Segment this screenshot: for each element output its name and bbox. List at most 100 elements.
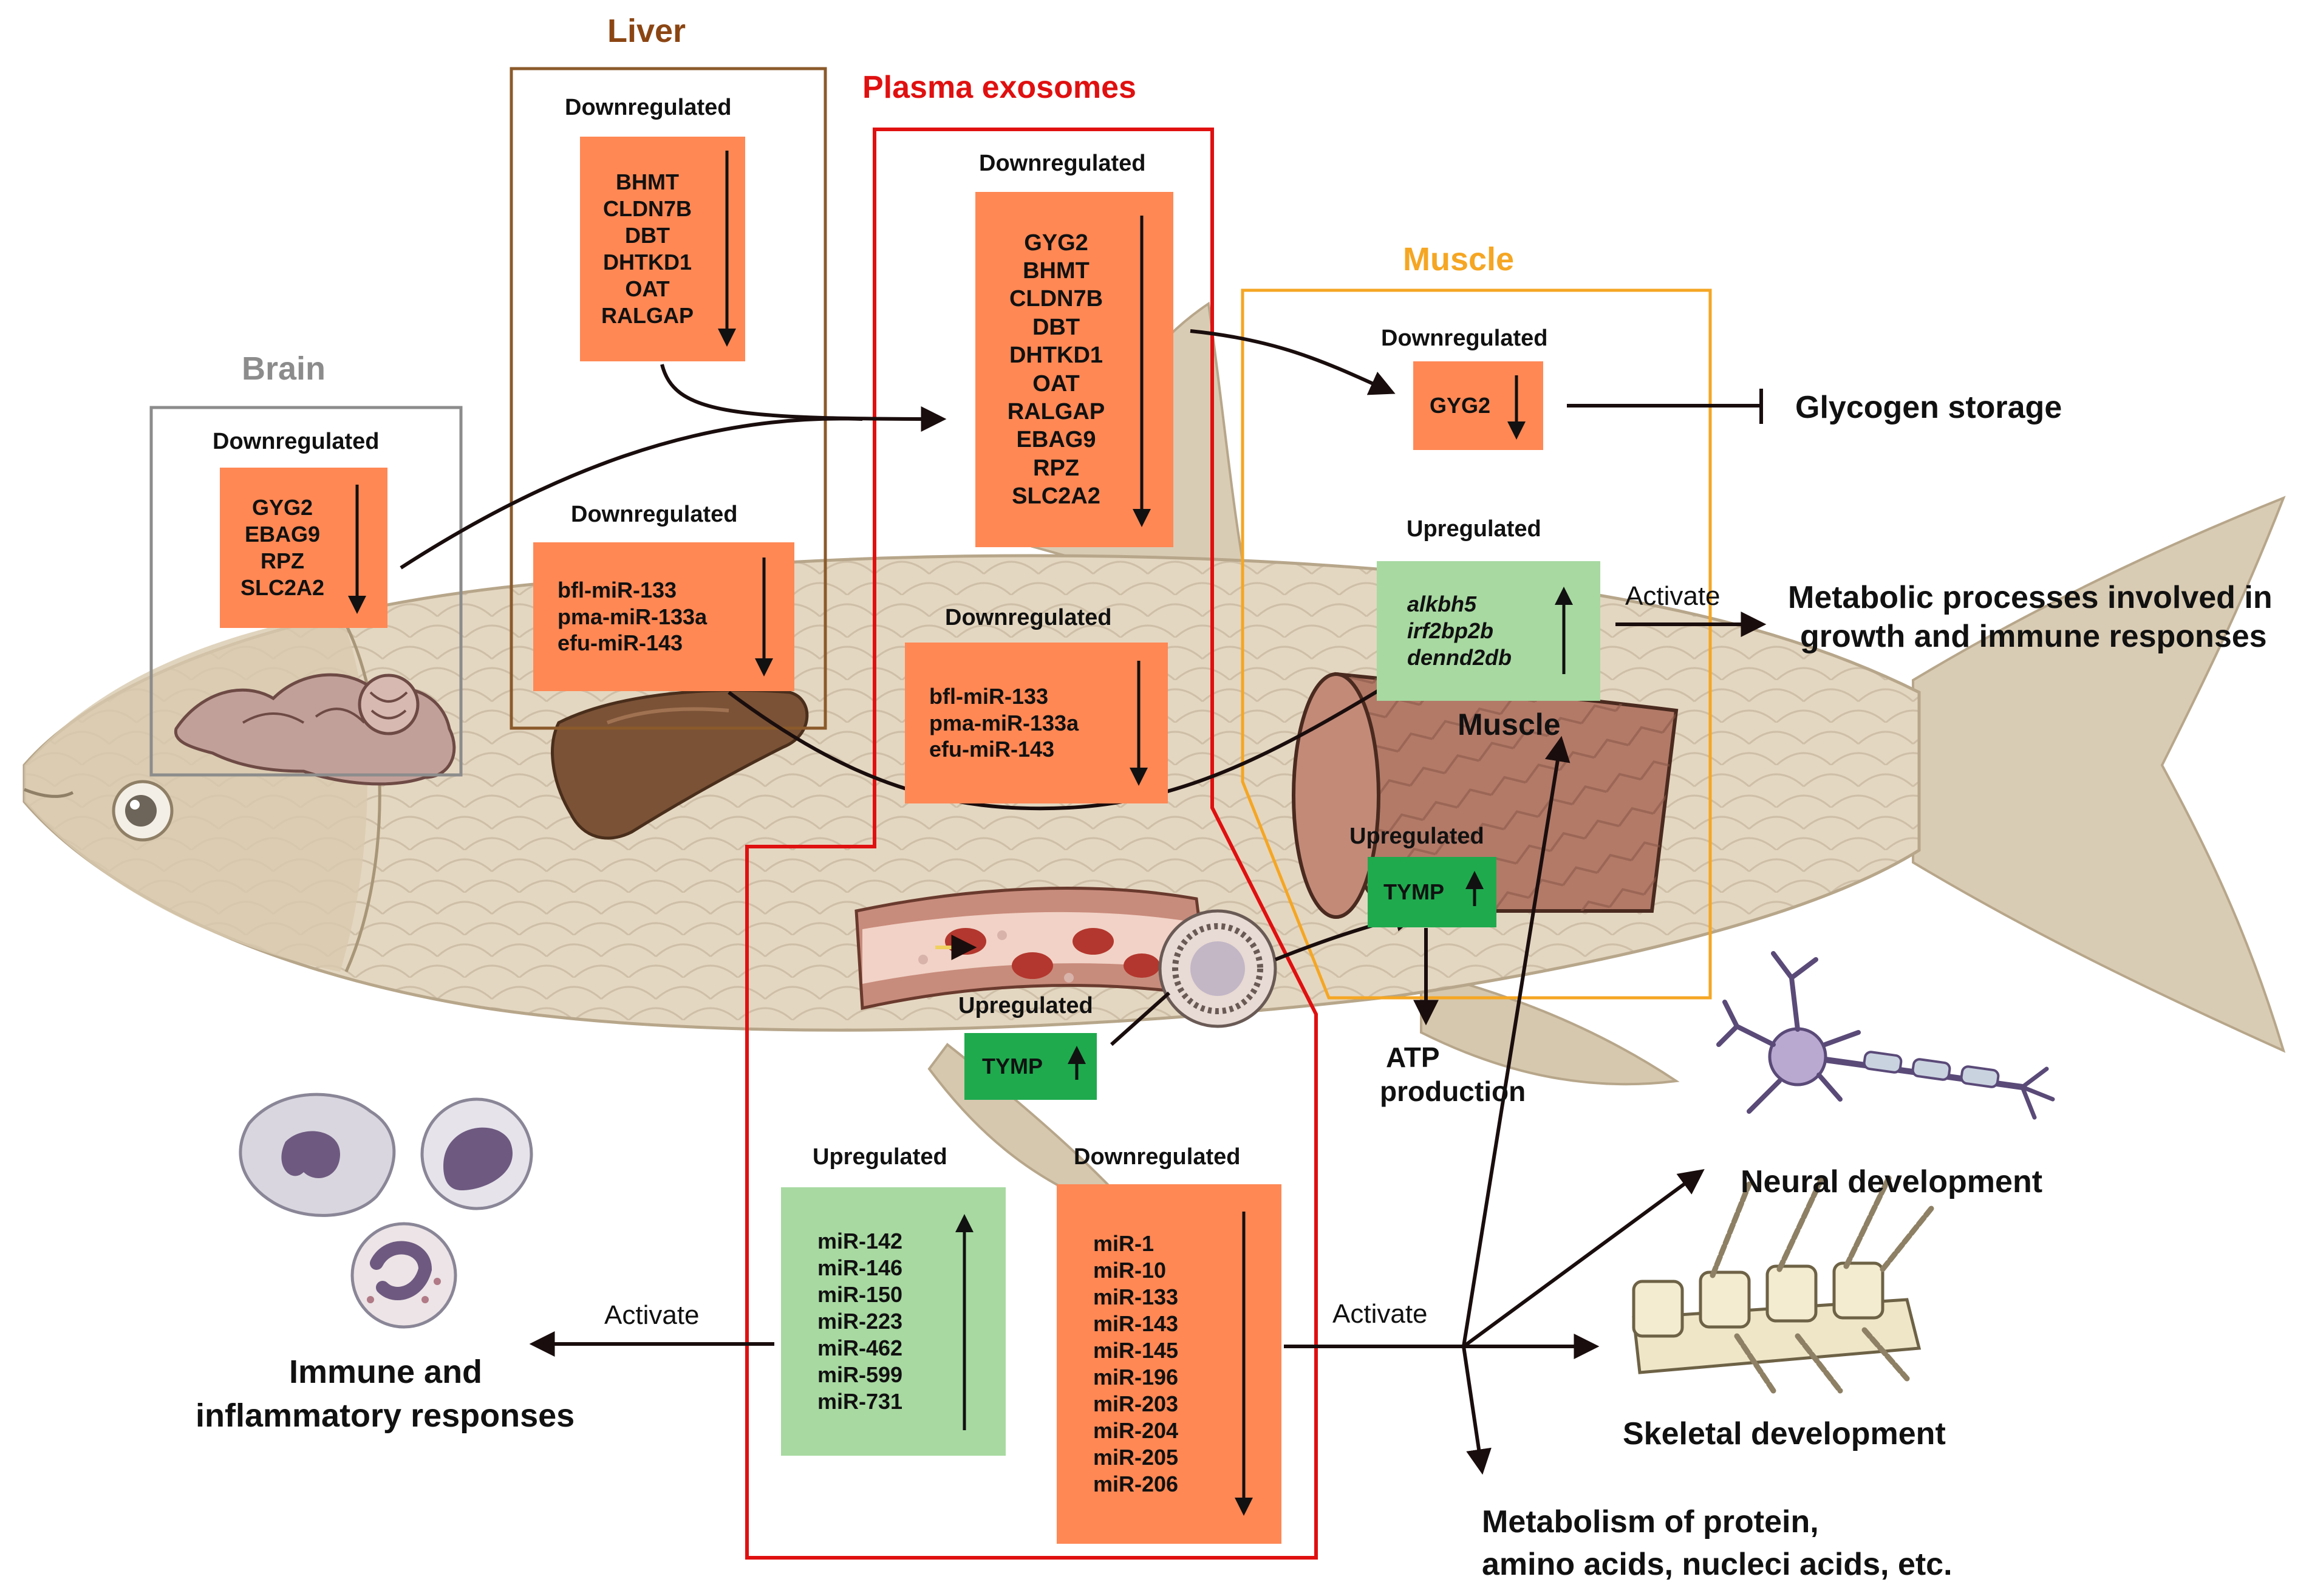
gene-label: GYG2 [251,495,313,520]
gene-label: CLDN7B [602,196,692,222]
gene-label: OAT [1032,370,1080,397]
mirna-label: bfl-miR-133 [929,683,1049,709]
plasma-top-downregulated-label: Downregulated [979,151,1146,176]
atp-production-label-line2: production [1380,1076,1526,1107]
gene-label: DHTKD1 [602,250,692,275]
exosome-to-plasma-tymp-line [1110,991,1171,1046]
activate-metabolic-label: Activate [1625,581,1721,611]
muscle-tymp-upregulated-label: Upregulated [1349,824,1484,849]
gene-label: RALGAP [601,302,694,328]
mirna-label: miR-142 [817,1229,903,1254]
muscle-downregulated-label: Downregulated [1381,326,1548,351]
metabolic-processes-label-line2: growth and immune responses [1800,619,2267,654]
brain-gene-box: GYG2 EBAG9 RPZ SLC2A2 [220,468,387,628]
plasma-tymp-upregulated-label: Upregulated [958,993,1093,1018]
gene-label: RPZ [261,548,304,573]
gene-label: RALGAP [1007,398,1105,425]
blood-vessel [854,887,1210,1011]
brain-organ [174,673,456,786]
gene-label: BHMT [616,169,679,195]
plasma-panel-border [745,128,1318,1560]
gene-label: CLDN7B [1009,286,1103,312]
branch-to-metabolism-arrow [1462,1346,1492,1475]
liver-to-plasma-arrow [660,364,947,432]
neuron-icon [1716,951,2055,1120]
gene-label: DBT [1032,314,1080,340]
gene-label: alkbh5 [1407,592,1477,617]
liver-title: Liver [607,13,686,49]
muscle-title: Muscle [1403,241,1515,278]
liver-mirna-to-muscle-inhibit [728,681,1392,811]
mirna-label: efu-miR-143 [558,630,683,656]
connectors [400,329,1767,1475]
plasma-top-gene-box: GYG2 BHMT CLDN7B DBT DHTKD1 OAT RALGAP E… [975,192,1173,547]
gene-label: DHTKD1 [1009,343,1103,369]
atp-production-label-line1: ATP [1386,1042,1440,1073]
muscle-upregulated-label: Upregulated [1407,516,1541,542]
plasma-down-mirna-box: miR-1 miR-10 miR-133 miR-143 miR-145 miR… [1057,1184,1281,1544]
brain-to-plasma-curve [400,417,863,570]
mirna-label: miR-143 [1093,1311,1179,1337]
glycogen-storage-label: Glycogen storage [1795,390,2062,425]
immune-cells [239,1093,533,1329]
mirna-label: efu-miR-143 [929,737,1055,762]
gene-label: TYMP [981,1054,1043,1079]
plasma-exosomes-title: Plasma exosomes [862,70,1136,105]
liver-panel-border [510,67,827,730]
gene-label: OAT [625,276,670,301]
skeletal-development-label: Skeletal development [1623,1416,1946,1451]
liver-top-gene-box: BHMT CLDN7B DBT DHTKD1 OAT RALGAP [580,137,745,361]
mirna-label: miR-203 [1093,1391,1179,1416]
gene-label: DBT [625,223,670,248]
mirna-label: miR-146 [817,1255,903,1281]
plasma-mid-mirna-box: bfl-miR-133 pma-miR-133a efu-miR-143 [905,643,1168,803]
gene-label: dennd2db [1407,644,1512,670]
plasma-mid-downregulated-label: Downregulated [945,605,1112,630]
liver-top-downregulated-label: Downregulated [565,95,732,120]
mirna-label: miR-599 [817,1362,903,1387]
neural-development-label: Neural development [1741,1164,2043,1199]
immune-responses-label-line1: Immune and [289,1354,483,1390]
activate-immune-label: Activate [604,1300,700,1330]
mirna-label: miR-223 [817,1309,903,1334]
plasma-tymp-box: TYMP [964,1033,1097,1100]
liver-mirna-downregulated-label: Downregulated [571,502,738,527]
skeleton-icon [1632,1175,1934,1394]
gene-label: EBAG9 [1016,427,1096,453]
gene-label: SLC2A2 [240,575,325,600]
plasma-up-mirna-box: miR-142 miR-146 miR-150 miR-223 miR-462 … [781,1187,1006,1456]
mirna-label: miR-196 [1093,1365,1179,1390]
exosome-icon [1158,909,1277,1028]
mirna-label: pma-miR-133a [929,710,1079,735]
mirna-label: miR-204 [1093,1417,1179,1443]
branch-to-muscle-arrow [1462,735,1571,1347]
gene-label: SLC2A2 [1012,483,1100,509]
gene-label: EBAG9 [244,522,321,547]
plasma-mirna-upregulated-label: Upregulated [813,1144,947,1170]
mirna-label: bfl-miR-133 [558,577,677,602]
gene-label: RPZ [1033,455,1079,481]
plasma-to-muscle-arrow [1190,329,1396,395]
mirna-label: miR-206 [1093,1471,1179,1496]
mirna-label: miR-1 [1093,1231,1154,1257]
protein-metabolism-label-line1: Metabolism of protein, [1482,1504,1819,1540]
mirna-label: miR-462 [817,1335,903,1360]
gene-label: GYG2 [1024,230,1088,256]
protein-metabolism-label-line2: amino acids, nucleci acids, etc. [1482,1547,1953,1582]
anal-fin [1420,970,1680,1086]
tail-fin [1912,496,2286,1053]
gene-label: irf2bp2b [1407,618,1494,644]
muscle-tissue-label: Muscle [1458,708,1561,742]
branch-to-neural-arrow [1462,1169,1705,1348]
brain-downregulated-label: Downregulated [213,429,380,454]
mirna-label: miR-205 [1093,1444,1179,1470]
muscle-upregulated-gene-box: alkbh5 irf2bp2b dennd2db [1377,561,1600,701]
gene-label: BHMT [1023,258,1090,284]
mirna-label: miR-150 [817,1282,903,1308]
metabolic-processes-label-line1: Metabolic processes involved in [1788,580,2273,615]
plasma-mirna-downregulated-label: Downregulated [1074,1144,1241,1170]
gene-label: TYMP [1383,879,1444,905]
muscle-tymp-box: TYMP [1368,857,1496,927]
gene-label: GYG2 [1429,393,1491,418]
immune-responses-label-line2: inflammatory responses [196,1397,575,1434]
